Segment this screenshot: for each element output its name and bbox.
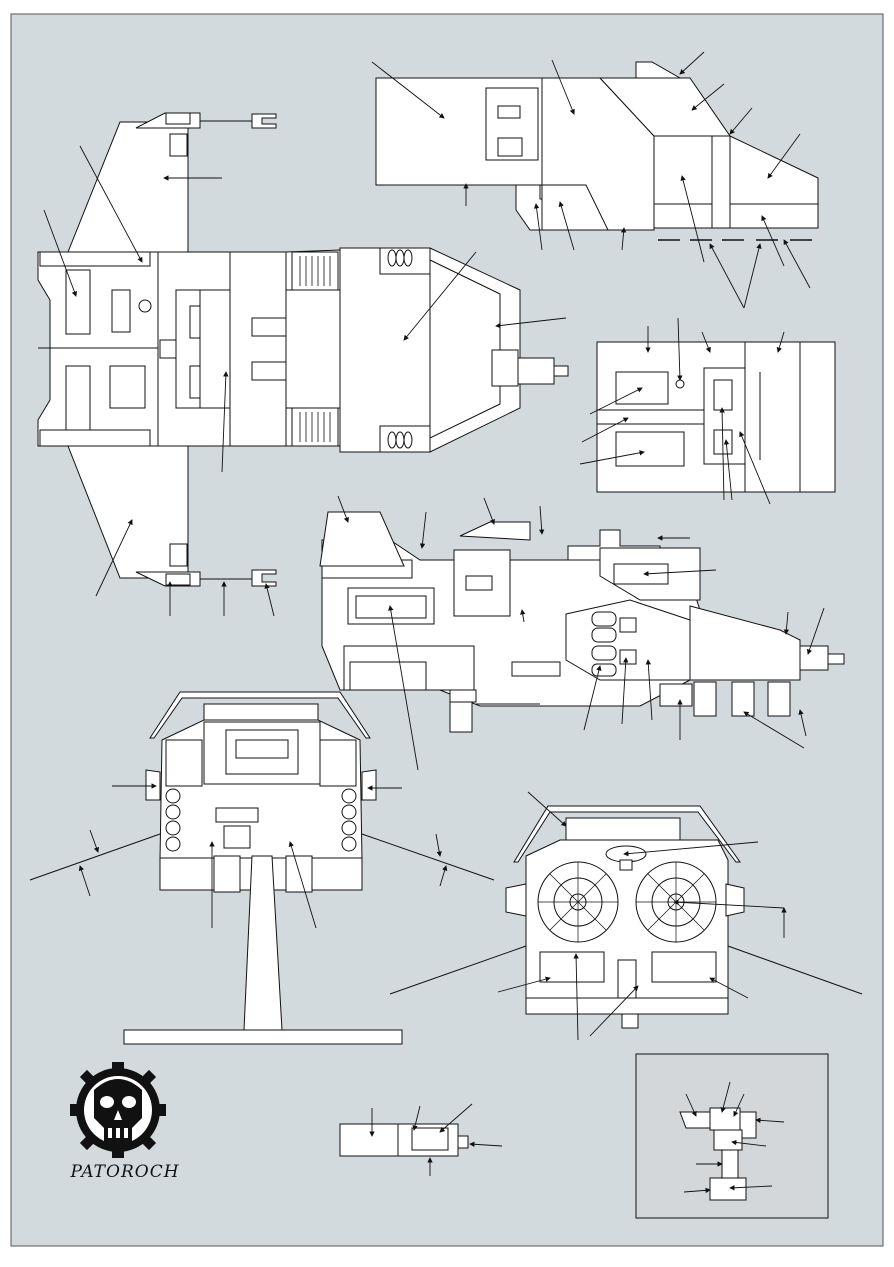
inset-detail [635, 1053, 829, 1219]
top-view [37, 112, 569, 587]
side-view-middle [319, 511, 845, 733]
brand-label: PATOROCH [70, 1162, 180, 1182]
rear-top-view [596, 341, 836, 493]
detail-part-small [339, 1123, 469, 1157]
leader-lines [43, 51, 825, 1194]
skull-gear-icon [70, 1062, 166, 1158]
front-view [29, 691, 495, 1045]
